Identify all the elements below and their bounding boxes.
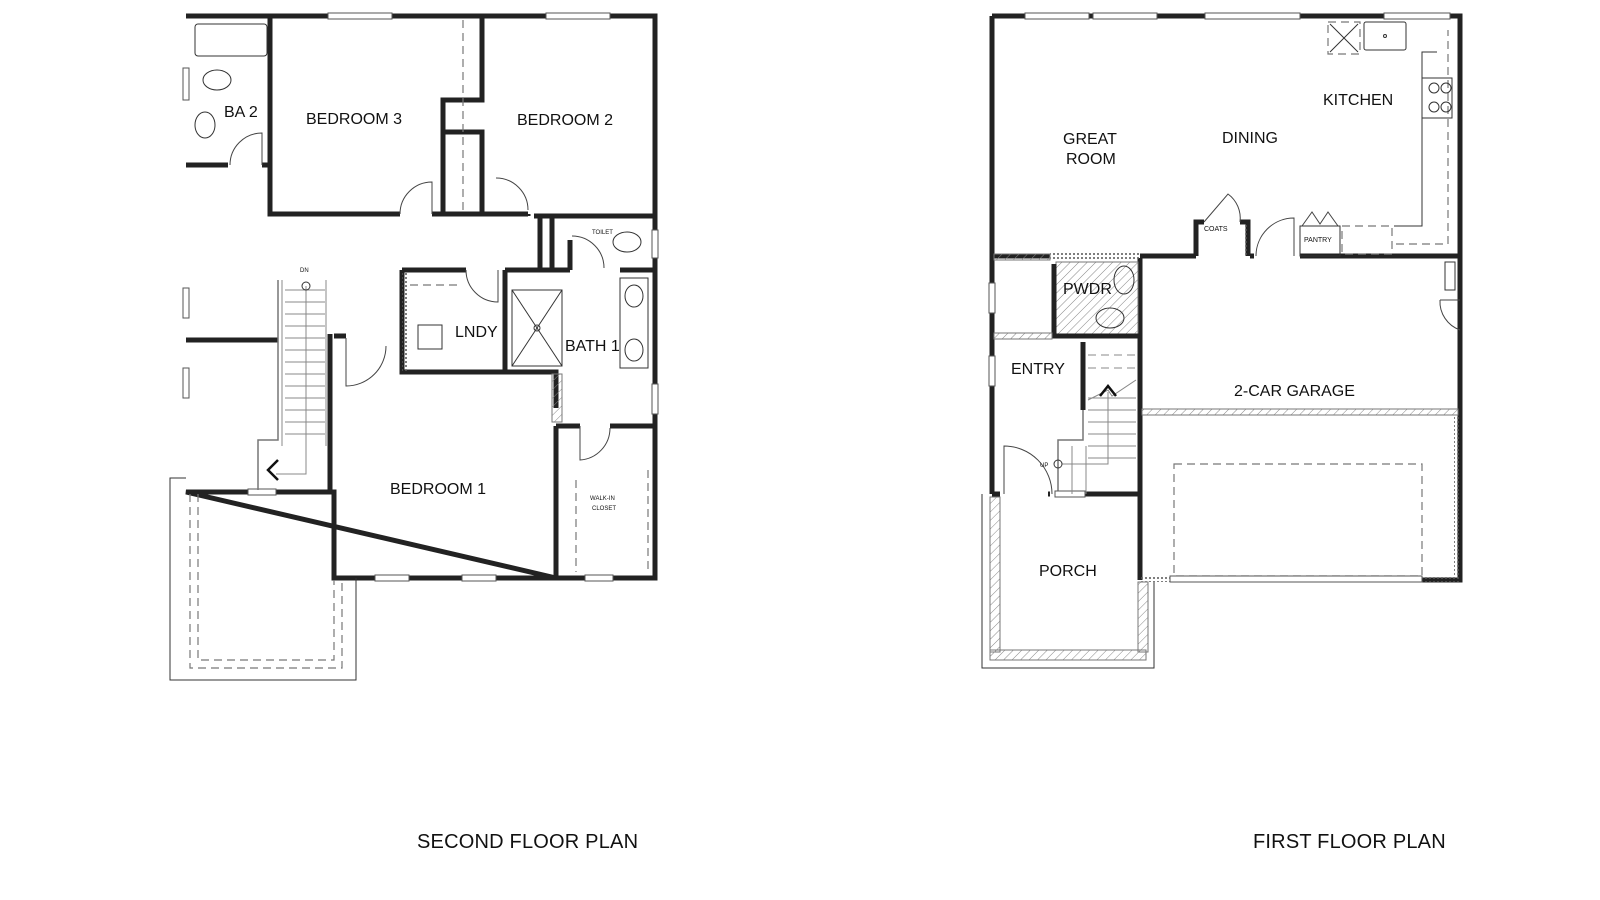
window xyxy=(545,12,611,20)
wall xyxy=(1051,264,1140,339)
second-floor-plan: BA 2 BEDROOM 3 BEDROOM 2 LNDY BATH 1 BED… xyxy=(169,12,659,681)
door-swing xyxy=(465,269,499,303)
door-swing xyxy=(1255,217,1295,257)
wall xyxy=(534,213,655,268)
window xyxy=(461,574,497,582)
room-label-kitchen: KITCHEN xyxy=(1323,92,1393,109)
vanity xyxy=(619,277,649,369)
room-label-bedroom-3: BEDROOM 3 xyxy=(306,111,402,128)
front-door-swing xyxy=(1003,445,1053,495)
wall xyxy=(440,16,485,214)
sliding-door xyxy=(1204,12,1301,20)
wall-hatch xyxy=(402,272,407,372)
room-label-bedroom-1: BEDROOM 1 xyxy=(390,481,486,498)
door-swing xyxy=(1203,193,1241,223)
arrow-left-icon xyxy=(266,459,279,481)
porch-outline xyxy=(981,494,1155,669)
sink xyxy=(194,111,216,139)
room-label-pantry: PANTRY xyxy=(1304,237,1332,244)
door-swing xyxy=(229,132,263,166)
kitchen-sink xyxy=(1363,21,1407,51)
window xyxy=(182,367,190,399)
door-swing xyxy=(399,181,433,215)
window xyxy=(374,574,410,582)
range xyxy=(1421,77,1453,119)
refrigerator xyxy=(1327,21,1361,55)
stair-wall xyxy=(257,280,279,490)
wall xyxy=(432,211,531,217)
stair-label-up: UP xyxy=(1040,463,1048,469)
staircase xyxy=(276,280,327,475)
window xyxy=(988,282,996,314)
second-floor-title: SECOND FLOOR PLAN xyxy=(417,831,639,853)
stair-direction-marker xyxy=(301,281,311,291)
sink xyxy=(1095,307,1125,329)
stair-label-dn: DN xyxy=(300,268,309,274)
window xyxy=(1092,12,1158,20)
wall xyxy=(267,16,400,217)
toilet xyxy=(1113,265,1135,295)
first-floor-title: FIRST FLOOR PLAN xyxy=(1253,831,1446,853)
garage-step xyxy=(1141,408,1459,416)
window xyxy=(651,383,659,415)
garage-door xyxy=(1169,575,1423,583)
room-label-walkin-closet: WALK-IN xyxy=(590,496,615,502)
deck-outline xyxy=(169,477,357,681)
window xyxy=(1383,12,1451,20)
door-swing xyxy=(579,426,611,461)
room-label-dining: DINING xyxy=(1222,130,1278,147)
room-label-great-room-2: ROOM xyxy=(1066,151,1116,168)
window xyxy=(327,12,393,20)
window xyxy=(584,574,614,582)
wall xyxy=(553,423,655,578)
door-swing xyxy=(345,338,387,387)
door-swing xyxy=(495,177,529,211)
kitchen-cabinet xyxy=(1341,225,1393,255)
kitchen-counter xyxy=(1394,51,1437,227)
room-label-garage: 2-CAR GARAGE xyxy=(1234,383,1355,400)
window xyxy=(1054,490,1086,498)
window xyxy=(1024,12,1090,20)
car-outline xyxy=(1173,463,1423,577)
window xyxy=(182,67,190,101)
room-label-ba2: BA 2 xyxy=(224,104,258,121)
hatched-wall xyxy=(551,373,563,423)
door-swing xyxy=(571,235,605,269)
window xyxy=(182,287,190,319)
bathtub xyxy=(194,23,268,57)
wall xyxy=(567,240,655,273)
room-label-entry: ENTRY xyxy=(1011,361,1065,378)
fixture-label-toilet: TOILET xyxy=(592,230,613,236)
room-label-porch: PORCH xyxy=(1039,563,1097,580)
room-label-powder: PWDR xyxy=(1063,281,1112,298)
water-heater xyxy=(1444,261,1456,291)
deck-dashed xyxy=(189,494,343,669)
staircase xyxy=(1062,354,1137,494)
room-label-walkin-closet-2: CLOSET xyxy=(592,506,616,512)
toilet xyxy=(612,231,642,253)
shower xyxy=(511,289,563,367)
door-swing xyxy=(1439,299,1461,331)
room-label-bath-1: BATH 1 xyxy=(565,338,620,355)
washer-dryer xyxy=(417,324,443,350)
first-floor-plan: GREAT ROOM DINING KITCHEN COATS PANTRY P… xyxy=(981,12,1463,669)
arrow-up-icon xyxy=(1099,383,1117,397)
window xyxy=(651,229,659,259)
window xyxy=(247,488,277,496)
stair-direction-marker xyxy=(1053,459,1063,469)
toilet xyxy=(202,69,232,91)
room-label-bedroom-2: BEDROOM 2 xyxy=(517,112,613,129)
pantry-closet xyxy=(1299,225,1341,257)
powder-room xyxy=(1055,261,1139,335)
room-label-laundry: LNDY xyxy=(455,324,498,341)
window xyxy=(988,355,996,387)
room-label-coats: COATS xyxy=(1204,226,1228,233)
wall xyxy=(502,267,570,372)
room-label-great-room: GREAT xyxy=(1063,131,1117,148)
